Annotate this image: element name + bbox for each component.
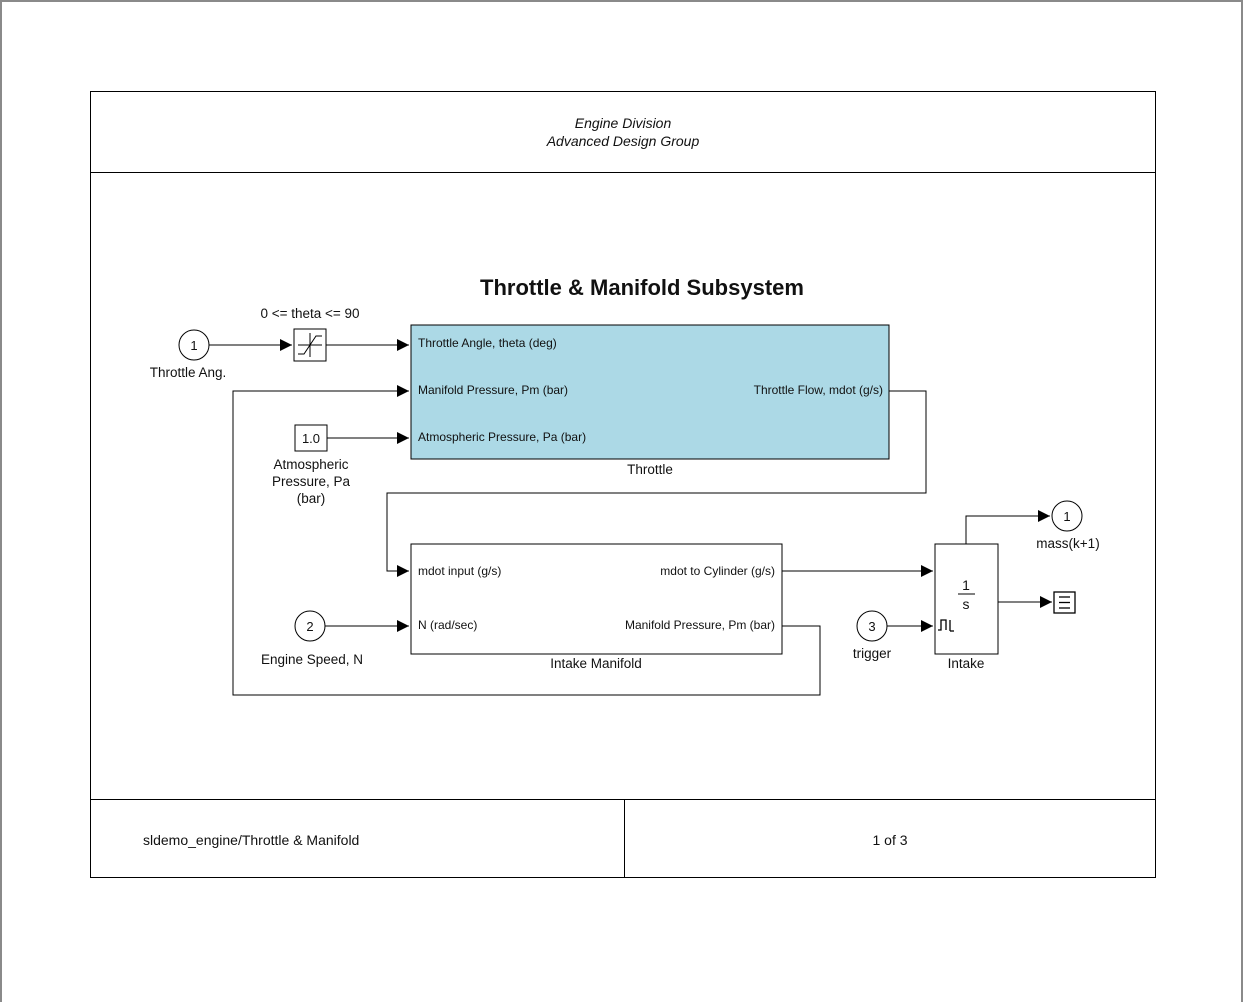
block-diagram: Throttle & Manifold Subsystem 1 Throttle… bbox=[150, 275, 1100, 696]
footer-column-divider bbox=[624, 799, 625, 878]
saturation-block[interactable]: 0 <= theta <= 90 bbox=[260, 306, 360, 362]
inport-trigger-number: 3 bbox=[868, 619, 875, 634]
throttle-block-body bbox=[410, 324, 890, 460]
outport-mass-label: mass(k+1) bbox=[1036, 536, 1099, 551]
footer-model-path: sldemo_engine/Throttle & Manifold bbox=[143, 832, 360, 848]
constant-value: 1.0 bbox=[302, 431, 320, 446]
line-pm-feedback bbox=[232, 385, 821, 696]
intake-integrator-block[interactable]: 1 s Intake bbox=[934, 543, 999, 671]
intake-denominator: s bbox=[963, 596, 970, 612]
inport-speed-number: 2 bbox=[306, 619, 313, 634]
throttle-subsystem[interactable]: Throttle Angle, theta (deg) Manifold Pre… bbox=[410, 324, 890, 477]
throttle-block-name: Throttle bbox=[627, 462, 673, 477]
inport-throttle-angle[interactable]: 1 Throttle Ang. bbox=[150, 329, 227, 380]
intake-numerator: 1 bbox=[962, 577, 970, 593]
terminator-icon bbox=[1053, 591, 1076, 614]
footer-divider bbox=[90, 799, 1156, 800]
manifold-out2-label: Manifold Pressure, Pm (bar) bbox=[625, 618, 775, 632]
throttle-out1-label: Throttle Flow, mdot (g/s) bbox=[754, 383, 883, 397]
manifold-out1-label: mdot to Cylinder (g/s) bbox=[660, 564, 775, 578]
constant-block[interactable]: 1.0 Atmospheric Pressure, Pa (bar) bbox=[272, 424, 351, 506]
inport-speed-label: Engine Speed, N bbox=[261, 652, 363, 667]
inport-throttle-label: Throttle Ang. bbox=[150, 365, 227, 380]
outport-mass-number: 1 bbox=[1063, 509, 1070, 524]
manifold-block-body bbox=[410, 543, 783, 655]
line-intake-to-outport bbox=[965, 510, 1050, 544]
manifold-in1-label: mdot input (g/s) bbox=[418, 564, 501, 578]
manifold-in2-label: N (rad/sec) bbox=[418, 618, 477, 632]
inport-throttle-number: 1 bbox=[190, 338, 197, 353]
inport-engine-speed[interactable]: 2 Engine Speed, N bbox=[261, 610, 363, 667]
line-mdot-to-manifold bbox=[386, 390, 927, 577]
intake-block-name: Intake bbox=[948, 656, 985, 671]
constant-label-line-2: Pressure, Pa bbox=[272, 474, 351, 489]
constant-label-line-1: Atmospheric bbox=[273, 457, 348, 472]
signal-lines bbox=[209, 339, 1052, 696]
diagram-title: Throttle & Manifold Subsystem bbox=[480, 275, 804, 300]
saturation-icon bbox=[298, 333, 322, 357]
throttle-in3-label: Atmospheric Pressure, Pa (bar) bbox=[418, 430, 586, 444]
inport-trigger[interactable]: 3 trigger bbox=[853, 610, 892, 661]
print-frame bbox=[90, 91, 1156, 878]
saturation-label: 0 <= theta <= 90 bbox=[260, 306, 359, 321]
terminator-block[interactable] bbox=[1053, 591, 1076, 614]
header-divider bbox=[90, 172, 1156, 173]
inport-trigger-label: trigger bbox=[853, 646, 892, 661]
throttle-in2-label: Manifold Pressure, Pm (bar) bbox=[418, 383, 568, 397]
manifold-block-name: Intake Manifold bbox=[550, 656, 642, 671]
trigger-icon bbox=[938, 619, 954, 632]
header-line-2: Advanced Design Group bbox=[546, 133, 700, 149]
intake-manifold-subsystem[interactable]: mdot input (g/s) N (rad/sec) mdot to Cyl… bbox=[410, 543, 783, 671]
header-line-1: Engine Division bbox=[574, 115, 672, 131]
outport-mass[interactable]: 1 mass(k+1) bbox=[1036, 500, 1100, 551]
footer-page-number: 1 of 3 bbox=[872, 832, 908, 848]
throttle-in1-label: Throttle Angle, theta (deg) bbox=[418, 336, 557, 350]
constant-label-line-3: (bar) bbox=[297, 491, 326, 506]
